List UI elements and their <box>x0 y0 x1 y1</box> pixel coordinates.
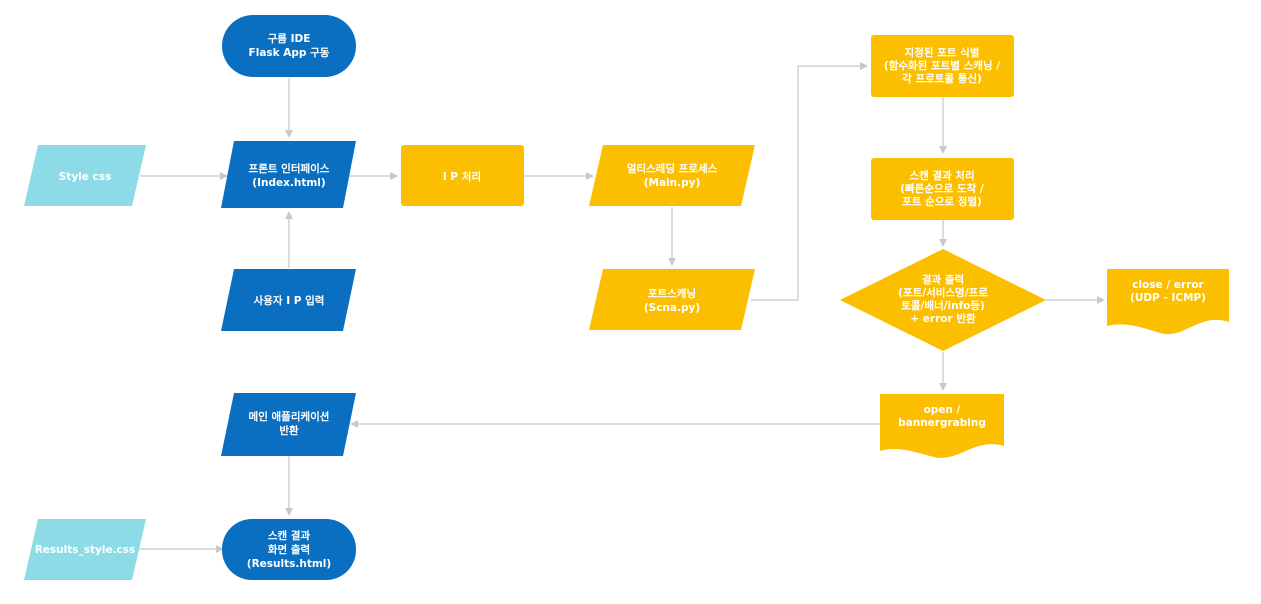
multithread-line1: 멀티스레딩 프로세스 <box>627 162 718 175</box>
connectors <box>133 62 1105 553</box>
multithread-line2: (Main.py) <box>644 177 701 189</box>
open-banner-line1: open / <box>924 404 961 416</box>
node-open-banner: open / bannergrabing <box>880 394 1004 458</box>
port-scan-line1: 포트스캐닝 <box>648 287 696 300</box>
frontend-line2: (Index.html) <box>252 177 325 189</box>
end-line3: (Results.html) <box>247 558 331 570</box>
node-multithread: 멀티스레딩 프로세스 (Main.py) <box>589 145 755 206</box>
result-output-line3: 토콜/배너/info등) <box>901 299 985 312</box>
port-identify-line3: 각 프로토콜 통신) <box>902 72 982 85</box>
result-output-line1: 결과 출력 <box>922 273 964 286</box>
results-style-label: Results_style.css <box>35 544 136 556</box>
node-port-identify: 지정된 포트 식별 (함수화된 포트별 스캐닝 / 각 프로토콜 통신) <box>871 35 1014 97</box>
node-port-scan: 포트스캐닝 (Scna.py) <box>589 269 755 330</box>
frontend-line1: 프론트 인터페이스 <box>249 162 330 175</box>
main-return-line2: 반환 <box>279 424 299 437</box>
node-main-return: 메인 애플리케이션 반환 <box>221 393 356 456</box>
result-output-line2: (포트/서비스명/프로 <box>898 286 988 299</box>
scan-result-line1: 스캔 결과 처리 <box>909 169 974 182</box>
end-line1: 스캔 결과 <box>268 529 311 542</box>
node-results-style: Results_style.css <box>24 519 146 580</box>
scan-result-line3: 포트 순으로 정렬) <box>902 195 982 208</box>
node-end: 스캔 결과 화면 출력 (Results.html) <box>222 519 356 580</box>
ip-process-label: I P 처리 <box>443 170 481 183</box>
node-start: 구름 IDE Flask App 구동 <box>222 15 356 77</box>
start-line2: Flask App 구동 <box>249 47 330 59</box>
end-line2: 화면 출력 <box>268 543 310 556</box>
open-banner-line2: bannergrabing <box>898 417 986 429</box>
node-close-error: close / error (UDP - ICMP) <box>1107 269 1229 335</box>
port-identify-line2: (함수화된 포트별 스캐닝 / <box>884 59 1000 72</box>
main-return-line1: 메인 애플리케이션 <box>249 410 330 423</box>
node-user-ip: 사용자 I P 입력 <box>221 269 356 331</box>
connector-portscan-to-identify <box>751 62 868 301</box>
node-style-css: Style css <box>24 145 146 206</box>
node-ip-process: I P 처리 <box>401 145 524 206</box>
node-frontend: 프론트 인터페이스 (Index.html) <box>221 141 356 208</box>
close-error-line1: close / error <box>1132 279 1204 291</box>
user-ip-label: 사용자 I P 입력 <box>254 294 325 307</box>
start-line1: 구름 IDE <box>268 33 311 45</box>
style-css-label: Style css <box>59 171 112 183</box>
node-result-output: 결과 출력 (포트/서비스명/프로 토콜/배너/info등) + error 반… <box>840 249 1046 351</box>
port-scan-line2: (Scna.py) <box>644 302 700 314</box>
close-error-line2: (UDP - ICMP) <box>1130 292 1206 304</box>
scan-result-line2: (빠른순으로 도착 / <box>900 182 984 195</box>
result-output-line4: + error 반환 <box>910 312 976 325</box>
node-scan-result: 스캔 결과 처리 (빠른순으로 도착 / 포트 순으로 정렬) <box>871 158 1014 220</box>
port-identify-line1: 지정된 포트 식별 <box>905 46 980 59</box>
